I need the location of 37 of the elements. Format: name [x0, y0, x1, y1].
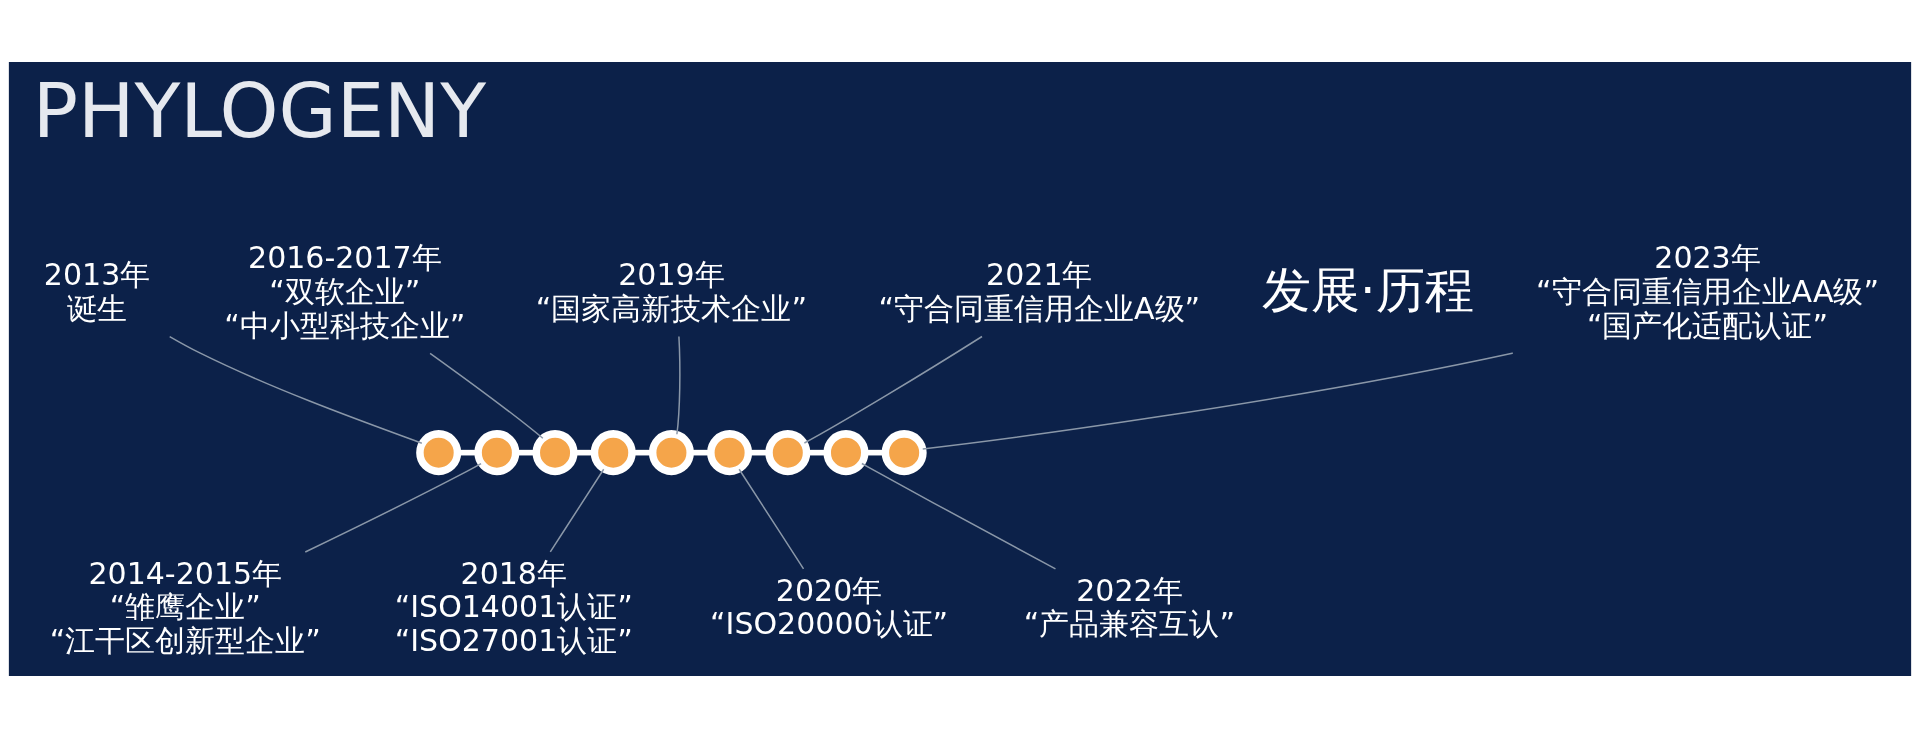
- connector: [803, 335, 983, 444]
- connector: [549, 468, 605, 553]
- node-circle: [416, 429, 462, 475]
- connector: [574, 449, 595, 455]
- node-circle: [590, 429, 636, 475]
- connector: [676, 335, 681, 435]
- node-text: 2018年 “ISO14001认证” “ISO27001认证”: [394, 555, 633, 658]
- diagram-title: PHYLOGENY: [32, 66, 487, 155]
- node-text: 2014-2015年 “雏鹰企业” “江干区创新型企业”: [49, 555, 321, 658]
- node-circle: [881, 429, 927, 475]
- node-text: 2016-2017年 “双软企业” “中小型科技企业”: [224, 239, 466, 343]
- node-text: 2023年 “守合同重信用企业AA级” “国产化适配认证”: [1535, 239, 1879, 343]
- connector: [806, 449, 828, 455]
- connector: [865, 449, 886, 455]
- node-text: 2021年 “守合同重信用企业A级”: [878, 256, 1201, 326]
- connector: [738, 468, 805, 570]
- node-circle: [823, 429, 869, 475]
- connector: [748, 449, 769, 455]
- connector: [632, 449, 653, 455]
- node-circle: [707, 429, 753, 475]
- node-text: 2013年 诞生: [43, 256, 151, 326]
- connector: [690, 449, 711, 455]
- node-text: 2022年 “产品兼容互认”: [1023, 572, 1235, 641]
- node-text: 2020年 “ISO20000认证”: [710, 572, 949, 641]
- connector: [429, 352, 544, 439]
- node-circle: [648, 429, 694, 475]
- connector: [861, 462, 1057, 570]
- label: 发展·历程: [1262, 261, 1474, 319]
- node-text: 2019年 “国家高新技术企业”: [535, 256, 807, 326]
- node-circle: [532, 429, 578, 475]
- connector: [168, 335, 423, 444]
- connector: [515, 449, 537, 455]
- connector: [457, 449, 478, 455]
- node-circle: [474, 429, 520, 475]
- connector: [304, 462, 482, 553]
- node-circle: [765, 429, 811, 475]
- connector: [922, 351, 1514, 450]
